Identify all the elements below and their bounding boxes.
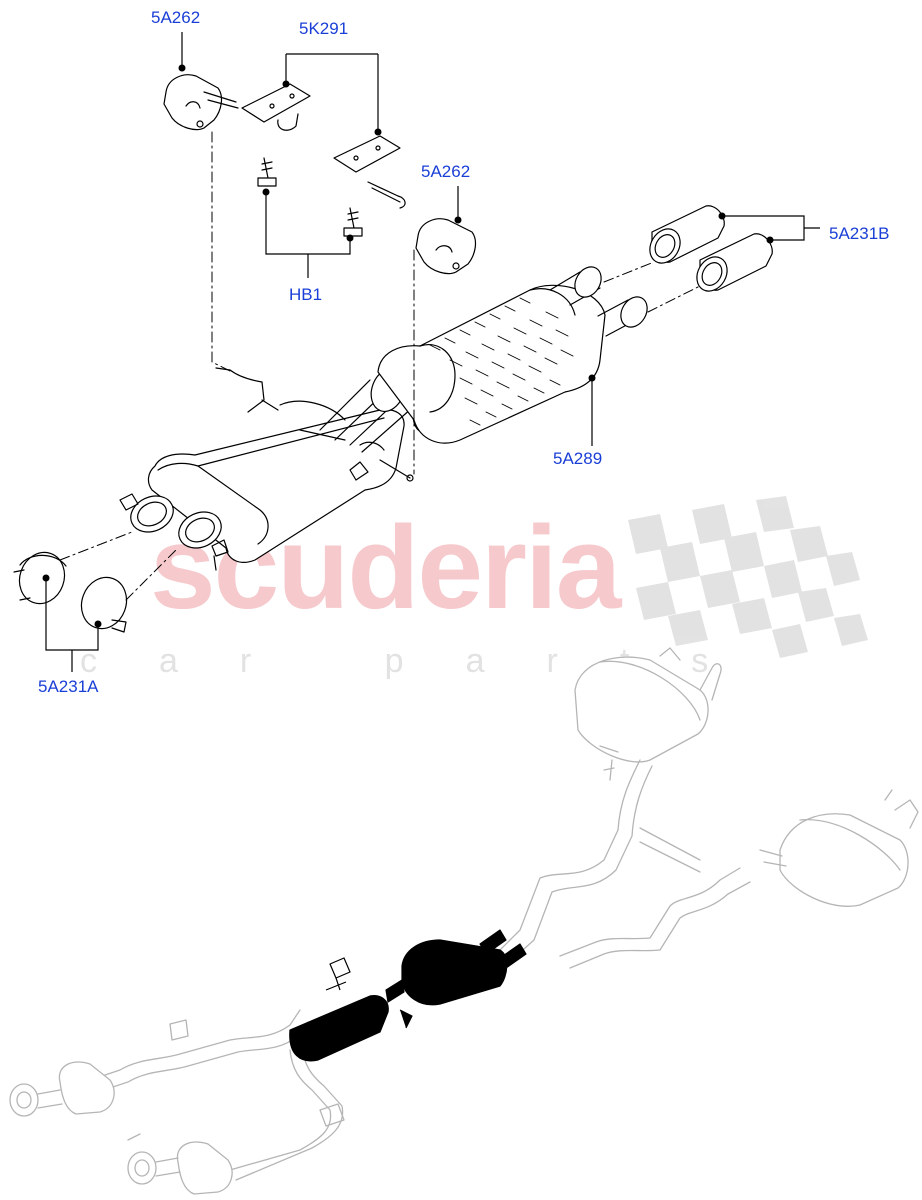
rubber-insulator-mid <box>415 218 477 275</box>
callout-5a262-mid: 5A262 <box>421 162 471 181</box>
checkered-flag-watermark <box>628 496 868 658</box>
centre-silencer <box>377 284 606 444</box>
bolts <box>257 157 363 237</box>
system-overview <box>9 647 919 1195</box>
mounting-brackets <box>241 83 406 209</box>
callout-5a289: 5A289 <box>553 449 603 468</box>
callout-5a262-top: 5A262 <box>151 8 201 27</box>
callout-5a231b: 5A231B <box>829 224 890 243</box>
highlighted-parts <box>289 929 527 1062</box>
callout-5k291: 5K291 <box>299 19 349 38</box>
exhaust-clamps <box>13 551 128 633</box>
rubber-insulator-top <box>163 74 239 131</box>
callout-hb1: HB1 <box>289 285 323 304</box>
callout-leaders <box>45 32 820 672</box>
callout-dots <box>42 64 774 628</box>
exploded-view <box>13 74 773 633</box>
callout-5a231a: 5A231A <box>38 677 99 696</box>
alignment-lines <box>59 131 701 601</box>
outlet-pipes <box>549 266 648 337</box>
rear-muffler <box>119 400 414 571</box>
tailpipe-trims <box>649 205 773 292</box>
